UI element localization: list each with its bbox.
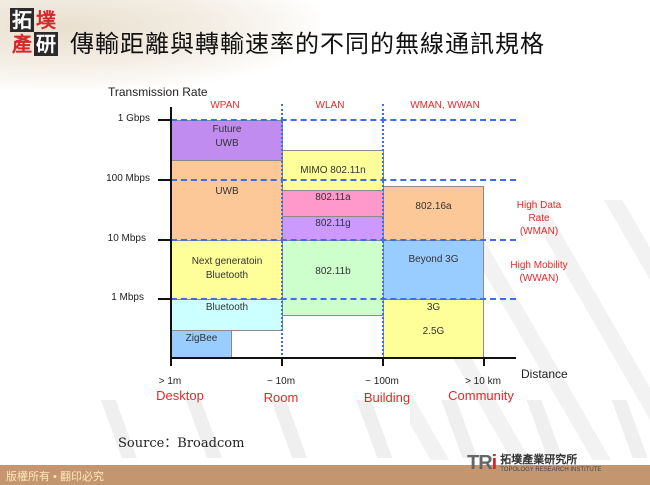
note-line: Rate <box>528 213 550 224</box>
gridline-1gbps <box>171 119 516 121</box>
box-label: Bluetooth <box>205 270 249 281</box>
note-high-data-rate: High Data Rate (WMAN) <box>494 199 584 238</box>
gridline-100mbps <box>171 179 516 181</box>
box-802-16a: 802.16a <box>383 186 484 241</box>
place-desktop: Desktop <box>156 388 204 403</box>
brand-logo: 拓 墣 產 研 <box>10 8 58 56</box>
tri-logo: TRi 拓墣產業研究所 TOPOLOGY RESEARCH INSTITUTE <box>467 452 601 475</box>
box-future-uwb: Future UWB <box>171 120 283 161</box>
x-tick <box>483 357 485 366</box>
note-high-mobility: High Mobility (WWAN) <box>494 259 584 285</box>
y-tick <box>158 179 170 181</box>
box-label: MIMO 802.11n <box>300 165 366 176</box>
y-tick <box>158 239 170 241</box>
y-tick-label: 1 Gbps <box>117 113 150 124</box>
place-building: Building <box>363 390 411 405</box>
x-tick-label: ~ 10m <box>266 376 296 387</box>
box-zigbee: ZigBee <box>171 330 232 359</box>
category-wpan: WPAN <box>210 100 240 111</box>
tri-logo-i: i <box>491 452 497 474</box>
tri-logo-tr: TR <box>467 452 493 474</box>
wireless-standards-diagram: Transmission Rate WPAN WLAN WMAN, WWAN F… <box>106 85 584 405</box>
box-label: Beyond 3G <box>408 254 459 265</box>
note-line: (WWAN) <box>519 273 559 284</box>
y-tick-label: 10 Mbps <box>107 233 146 244</box>
x-tick-label: ~ 100m <box>365 376 399 387</box>
divider-wpan-wlan <box>281 104 283 359</box>
box-label: Next generatoin <box>191 256 263 267</box>
box-label: Bluetooth <box>205 302 249 313</box>
box-3g-2-5g: 3G 2.5G <box>383 299 484 359</box>
box-label: 802.11b <box>315 266 351 277</box>
box-802-11b: 802.11b <box>282 240 384 316</box>
tri-logo-mark: TRi <box>467 452 497 475</box>
box-label: 802.11g <box>315 218 351 229</box>
box-mimo-802-11n: MIMO 802.11n <box>282 150 384 191</box>
note-line: High Mobility <box>510 260 568 271</box>
note-line: (WMAN) <box>519 226 559 237</box>
box-label: 802.11a <box>315 192 351 203</box>
box-802-11a: 802.11a <box>282 190 384 217</box>
box-label: 2.5G <box>422 326 445 337</box>
org-name-cn: 拓墣產業研究所 <box>500 452 578 466</box>
box-label: UWB <box>215 138 239 149</box>
y-tick <box>158 119 170 121</box>
box-bluetooth: Bluetooth <box>171 299 283 331</box>
gridline-10mbps <box>171 239 516 241</box>
background-watermark-bottom <box>90 400 650 458</box>
y-tick <box>158 298 170 300</box>
gridline-1mbps <box>171 298 516 300</box>
y-axis <box>170 107 172 359</box>
box-label: 3G <box>426 302 441 313</box>
divider-wlan-wman <box>382 104 384 359</box>
org-name-en: TOPOLOGY RESEARCH INSTITUTE <box>500 466 602 473</box>
logo-char: 墣 <box>36 8 56 32</box>
slide-title: 傳輸距離與轉輸速率的不同的無線通訊規格 <box>70 30 545 58</box>
y-tick-label: 1 Mbps <box>111 292 144 303</box>
box-uwb: UWB <box>171 160 283 241</box>
source-caption: Source：Broadcom <box>118 436 245 451</box>
place-community: Community <box>448 388 514 403</box>
box-label: Future <box>212 124 242 135</box>
category-wlan: WLAN <box>315 100 345 111</box>
org-name: 拓墣產業研究所 TOPOLOGY RESEARCH INSTITUTE <box>500 452 602 474</box>
x-tick-label: > 1m <box>158 376 182 387</box>
box-label: 802.16a <box>415 201 452 212</box>
copyright-notice: 版權所有 • 翻印必究 <box>6 471 104 483</box>
box-802-11g: 802.11g <box>282 216 384 241</box>
box-next-gen-bluetooth: Next generatoin Bluetooth <box>171 240 283 300</box>
logo-char: 研 <box>34 32 58 56</box>
x-axis <box>170 357 516 359</box>
logo-char: 產 <box>12 32 32 56</box>
y-tick-label: 100 Mbps <box>106 173 150 184</box>
x-tick <box>382 357 384 366</box>
box-beyond-3g: Beyond 3G <box>383 240 484 300</box>
x-tick-label: > 10 km <box>465 376 501 387</box>
box-label: ZigBee <box>185 333 218 344</box>
category-wman-wwan: WMAN, WWAN <box>410 100 480 111</box>
logo-char: 拓 <box>10 8 34 32</box>
x-tick <box>281 357 283 366</box>
footer-bar <box>0 465 650 485</box>
y-axis-title: Transmission Rate <box>108 85 208 99</box>
x-axis-title: Distance <box>521 367 568 381</box>
x-tick <box>170 357 172 366</box>
box-label: UWB <box>215 186 239 197</box>
note-line: High Data <box>516 200 562 211</box>
place-room: Room <box>263 390 299 405</box>
